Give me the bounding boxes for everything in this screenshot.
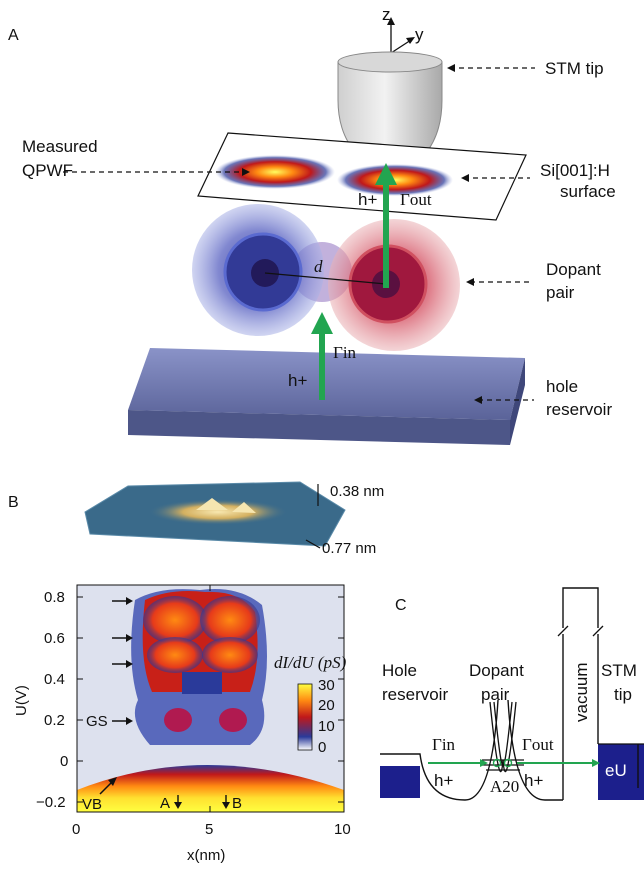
stm-tip-label: STM tip <box>545 59 604 78</box>
qpwf-lobe-left <box>215 155 335 189</box>
c-dopant-label-1: Dopant <box>469 661 524 680</box>
site-markers <box>174 795 230 809</box>
c-dopant-label-2: pair <box>481 685 510 704</box>
c-stm-label-1: STM <box>601 661 637 680</box>
y-tick-0-2: 0.2 <box>44 712 65 729</box>
panel-a-label: A <box>8 27 19 44</box>
y-tick-0: 0 <box>60 753 68 770</box>
colorbar <box>297 683 313 751</box>
vacuum-label: vacuum <box>572 662 591 722</box>
transport-arrow-out <box>517 759 600 767</box>
axis-y-label: y <box>415 25 424 44</box>
y-tick-0-8: 0.8 <box>44 589 65 606</box>
gamma-in-label: Γin <box>333 343 357 362</box>
vacuum-barrier <box>557 587 604 800</box>
x-tick-10: 10 <box>334 821 351 838</box>
colorbar-tick-20: 20 <box>318 697 335 714</box>
inset-topography <box>84 481 346 547</box>
y-axis-label: U(V) <box>13 685 30 716</box>
reservoir-band <box>380 766 420 798</box>
colorbar-tick-0: 0 <box>318 739 326 756</box>
c-hole-out-label: h+ <box>524 771 543 790</box>
state-arrows <box>99 597 133 795</box>
colorbar-tick-30: 30 <box>318 677 335 694</box>
inset-width-bar <box>305 539 321 549</box>
reservoir-label-1: hole <box>546 377 578 396</box>
eu-label: eU <box>605 761 627 780</box>
c-hole-reservoir-label-2: reservoir <box>382 685 448 704</box>
reservoir-label-2: reservoir <box>546 400 612 419</box>
didu-map <box>77 585 344 812</box>
site-b-label: B <box>232 795 242 812</box>
axis-z-label: z <box>382 5 391 24</box>
panel-b-label: B <box>8 494 19 511</box>
gs-label: GS <box>86 713 108 730</box>
dopant-label-1: Dopant <box>546 260 601 279</box>
c-stm-label-2: tip <box>614 685 632 704</box>
c-hole-in-label: h+ <box>434 771 453 790</box>
inset-width-label: 0.77 nm <box>322 540 376 557</box>
tip-band <box>598 744 644 800</box>
hole-out-label: h+ <box>358 190 377 209</box>
colorbar-label: dI/dU (pS) <box>274 653 347 672</box>
c-gamma-out-label: Γout <box>522 735 554 754</box>
tunnel-out-arrow <box>375 163 397 288</box>
hole-reservoir-slab <box>128 348 525 445</box>
surface-label-2: surface <box>560 182 616 201</box>
c-hole-reservoir-label-1: Hole <box>382 661 417 680</box>
x-tick-5: 5 <box>205 821 213 838</box>
y-tick-minus-0-2: −0.2 <box>36 794 66 811</box>
inset-height-label: 0.38 nm <box>330 483 384 500</box>
vb-label: VB <box>82 796 102 813</box>
c-state-label: A20 <box>490 777 519 796</box>
surface-label-1: Si[001]:H <box>540 161 610 180</box>
site-a-label: A <box>160 795 170 812</box>
potential-profile <box>380 699 563 801</box>
y-tick-0-6: 0.6 <box>44 630 65 647</box>
x-axis-label: x(nm) <box>187 847 225 864</box>
x-tick-0: 0 <box>72 821 80 838</box>
y-tick-0-4: 0.4 <box>44 671 65 688</box>
colorbar-tick-10: 10 <box>318 718 335 735</box>
hole-in-label: h+ <box>288 371 307 390</box>
map-y-ticks <box>77 596 344 803</box>
panel-c-label: C <box>395 597 407 614</box>
measured-qpwf-label-2: QPWF <box>22 161 73 180</box>
map-x-ticks <box>76 585 345 812</box>
qpwf-lobe-right <box>337 164 453 196</box>
distance-label: d <box>314 257 323 276</box>
transport-arrow-in <box>428 759 488 767</box>
dopant-pair-3d <box>192 204 460 351</box>
gamma-out-label: Γout <box>400 190 432 209</box>
state-marker-b <box>503 758 513 768</box>
tunnel-in-arrow <box>311 312 333 400</box>
measured-qpwf-label-1: Measured <box>22 137 98 156</box>
dopant-label-2: pair <box>546 283 575 302</box>
state-marker-a <box>492 758 502 768</box>
c-gamma-in-label: Γin <box>432 735 456 754</box>
